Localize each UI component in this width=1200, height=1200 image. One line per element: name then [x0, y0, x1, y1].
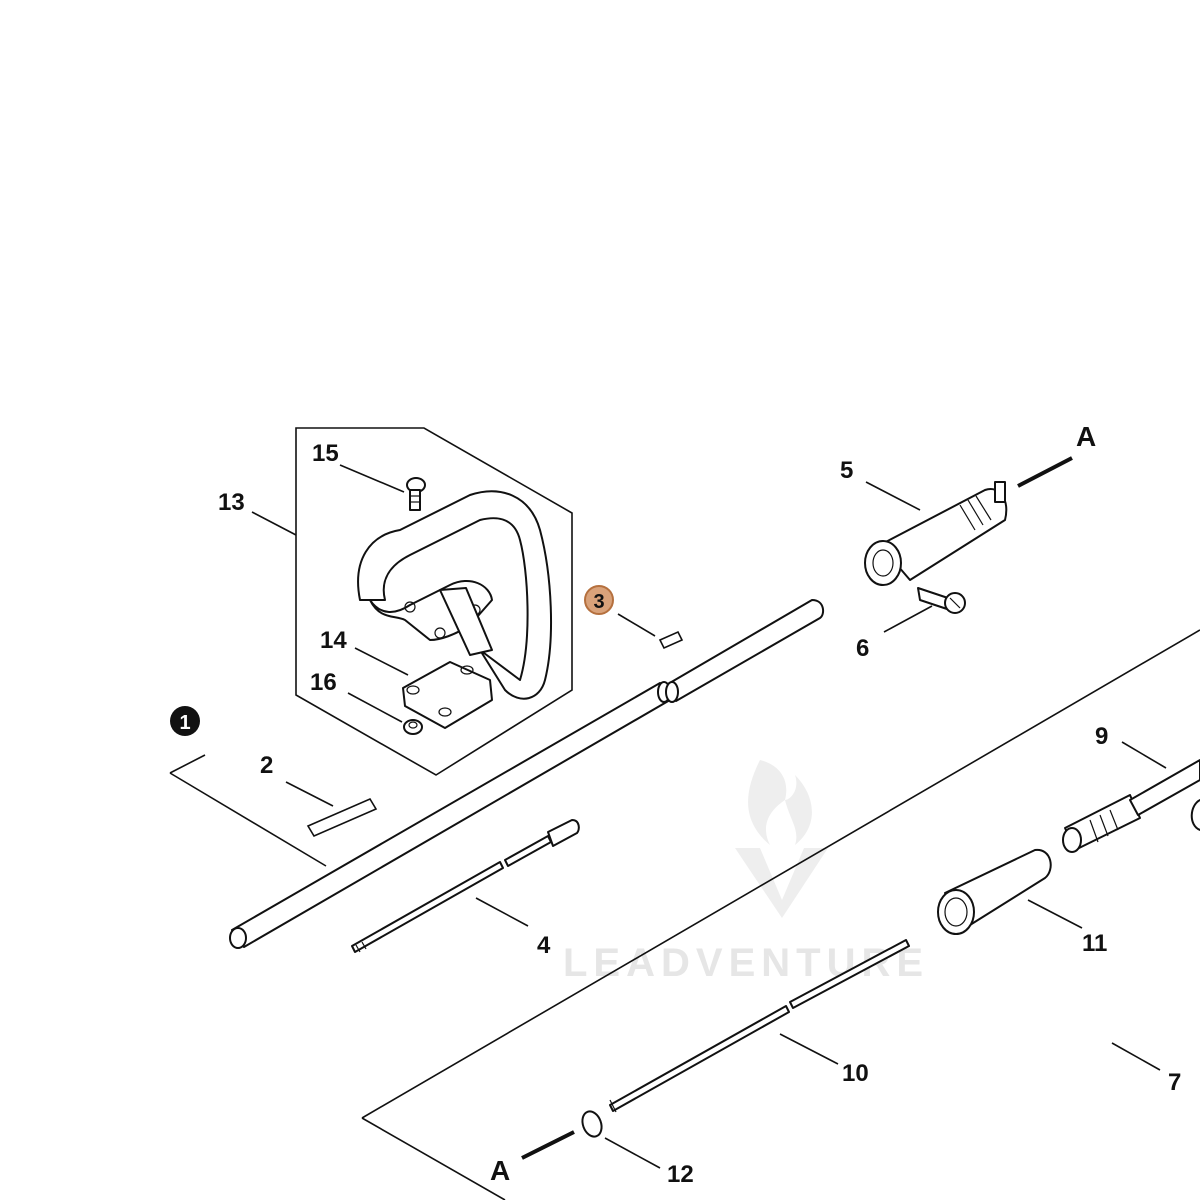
screw-6 — [917, 587, 966, 614]
leader-15 — [339, 464, 405, 493]
leader-4 — [475, 897, 529, 927]
screw-15 — [406, 477, 426, 511]
sleeve-11 — [937, 848, 1052, 935]
label-13: 13 — [218, 489, 245, 516]
label-a-bottom: A — [490, 1155, 510, 1186]
coupling-5 — [864, 481, 1008, 586]
o-ring-12 — [581, 1110, 603, 1138]
label-a-top: A — [1076, 421, 1096, 452]
leader-11 — [1027, 899, 1083, 929]
label-9: 9 — [1095, 723, 1108, 750]
bracket-2-side — [169, 772, 327, 867]
leader-5 — [865, 481, 921, 511]
label-2: 2 — [260, 752, 273, 779]
label-15: 15 — [312, 440, 339, 467]
label-5: 5 — [840, 457, 853, 484]
highlight-badge-number: 3 — [593, 591, 604, 613]
black-badge: 1 — [170, 706, 200, 736]
label-3-plate — [658, 630, 684, 650]
kit-7-left-line — [361, 1117, 506, 1200]
label-12: 12 — [667, 1161, 694, 1188]
label-6: 6 — [856, 635, 869, 662]
flame-logo-icon — [748, 760, 812, 845]
leader-13 — [251, 511, 297, 536]
kit-7-top-line — [361, 629, 1200, 1119]
highlight-badge[interactable]: 3 — [584, 585, 614, 615]
leader-12 — [604, 1137, 661, 1169]
connector-a-top-line — [1017, 456, 1073, 488]
loop-handle — [357, 490, 552, 700]
label-10: 10 — [842, 1060, 869, 1087]
label-11: 11 — [1082, 930, 1107, 957]
label-7: 7 — [1168, 1069, 1181, 1096]
handle-kit-frame — [295, 427, 573, 776]
drive-tube — [229, 599, 825, 949]
watermark: LEADVENTURE — [563, 760, 923, 985]
flex-shaft-10 — [609, 939, 910, 1113]
label-4: 4 — [537, 932, 551, 959]
label-16: 16 — [310, 669, 337, 696]
leader-2 — [285, 781, 334, 807]
drive-shaft-4 — [351, 819, 580, 953]
leader-14 — [354, 647, 409, 676]
edge-part — [1190, 799, 1200, 831]
nut-16 — [403, 719, 423, 735]
leader-10 — [779, 1033, 839, 1065]
clamp-14 — [402, 661, 493, 729]
leader-16 — [347, 692, 403, 723]
leader-9 — [1121, 741, 1167, 769]
v-logo-icon — [735, 848, 828, 918]
bracket-2-top — [169, 754, 206, 774]
connector-a-bottom-line — [521, 1130, 575, 1160]
label-2-plate — [306, 797, 378, 838]
leader-6 — [883, 605, 933, 633]
label-14: 14 — [320, 627, 347, 654]
leader-7 — [1111, 1042, 1161, 1071]
black-badge-number: 1 — [179, 712, 190, 734]
shaft-end-9 — [1062, 759, 1200, 853]
leader-3 — [617, 613, 656, 637]
